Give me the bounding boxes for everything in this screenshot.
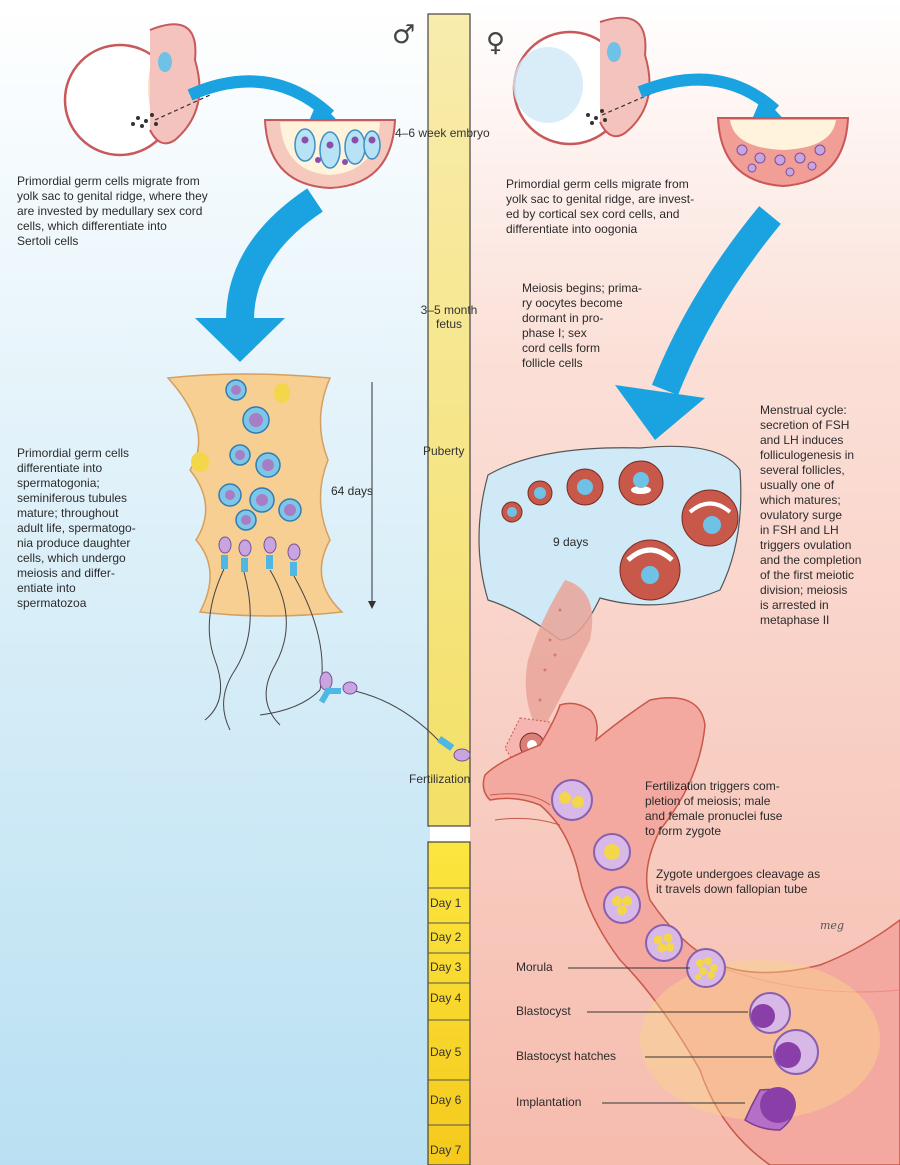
female-arrow-2 <box>651 206 781 396</box>
timeline-fertilization-label: Fertilization <box>409 772 471 786</box>
plume-dots <box>538 608 562 702</box>
artist-signature: meg <box>820 919 844 932</box>
stage-label-morula: Morula <box>516 960 553 974</box>
timeline-embryo-label: 4–6 week embryo <box>395 126 490 140</box>
timeline-puberty-label: Puberty <box>423 444 465 458</box>
male-genital-ridge <box>263 119 397 190</box>
female-cleavage-text: Zygote undergoes cleavage as it travels … <box>656 867 821 896</box>
stage-label-implantation: Implantation <box>516 1095 582 1109</box>
stage-label-blastocyst: Blastocyst <box>516 1004 571 1018</box>
timeline-day-1: Day 1 <box>430 896 462 910</box>
stage-leader-lines <box>568 967 772 1104</box>
male-symbol: ♂ <box>392 20 416 50</box>
female-menstrual-text: Menstrual cycle: secretion of FSH and LH… <box>760 403 862 627</box>
female-fertilization-text: Fertilization triggers com- pletion of m… <box>645 779 783 838</box>
male-embryo <box>63 23 211 157</box>
female-arrow-2-head <box>615 385 705 440</box>
male-arrow-2 <box>226 188 323 321</box>
timeline-bar-days <box>427 841 471 1165</box>
timeline-day-5: Day 5 <box>430 1045 462 1059</box>
timeline-day-6: Day 6 <box>430 1093 462 1107</box>
follicles <box>501 460 739 601</box>
timeline-fetus-label: 3–5 month fetus <box>420 303 478 331</box>
male-differentiation-text: Primordial germ cells differentiate into… <box>17 446 136 610</box>
timeline-bar-prenatal <box>427 13 471 827</box>
male-arrow-2-head <box>195 318 285 362</box>
female-duration-label: 9 days <box>553 535 589 549</box>
ovulation-plume <box>525 580 593 735</box>
female-symbol: ♀ <box>486 28 506 58</box>
timeline-day-2: Day 2 <box>430 930 462 944</box>
female-embryo <box>512 16 656 146</box>
male-duration-label: 64 days <box>331 484 374 498</box>
male-arrow-1 <box>187 75 335 120</box>
female-meiosis-text: Meiosis begins; prima- ry oocytes become… <box>522 281 643 370</box>
timeline-day-4: Day 4 <box>430 991 462 1005</box>
female-migration-text: Primordial germ cells migrate from yolk … <box>506 177 695 236</box>
female-genital-ridge <box>716 117 850 188</box>
seminiferous-tubule <box>166 373 344 617</box>
stage-label-blastocyst-hatches: Blastocyst hatches <box>516 1049 617 1063</box>
timeline-ticks <box>428 887 470 1126</box>
spermatozoa <box>318 671 471 762</box>
cleavage-stages <box>551 779 819 1131</box>
male-migration-text: Primordial germ cells migrate from yolk … <box>17 174 208 248</box>
timeline-day-7: Day 7 <box>430 1143 462 1157</box>
ovary <box>478 445 742 641</box>
timeline-day-3: Day 3 <box>430 960 462 974</box>
